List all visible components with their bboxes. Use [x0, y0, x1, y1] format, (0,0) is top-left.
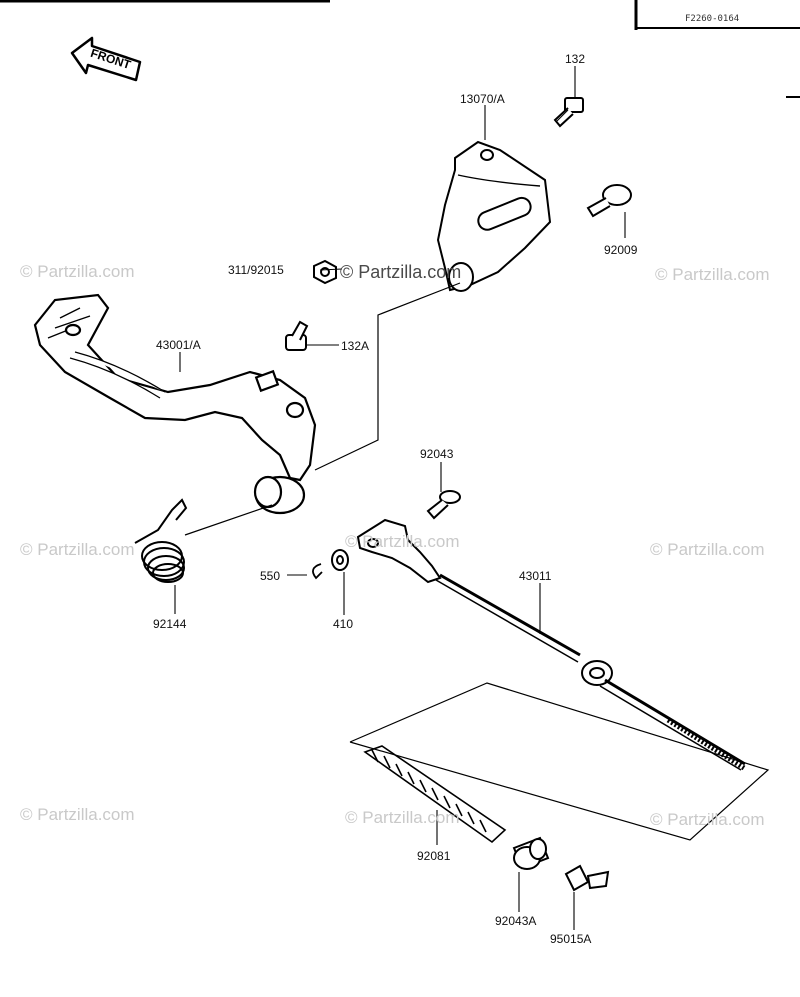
- leader-lines: [174, 66, 626, 930]
- part-label-92144[interactable]: 92144: [153, 617, 187, 631]
- cotter-pin-550: [312, 563, 323, 580]
- watermark-main: © Partzilla.com: [340, 262, 462, 282]
- watermark: © Partzilla.com: [20, 805, 135, 824]
- spring-92144: [134, 498, 188, 583]
- part-label-43011[interactable]: 43011: [519, 569, 552, 583]
- washer-410: [331, 549, 349, 571]
- watermark: © Partzilla.com: [650, 540, 765, 559]
- assembly-outline: [349, 682, 770, 841]
- part-label-92043[interactable]: 92043: [420, 447, 454, 461]
- part-label-92081[interactable]: 92081: [417, 849, 451, 863]
- watermark: © Partzilla.com: [345, 532, 460, 551]
- bolt-132A: [285, 320, 309, 351]
- reference-code: F2260-0164: [685, 14, 740, 24]
- nut-311-92015: [313, 259, 337, 285]
- part-label-92043A[interactable]: 92043A: [495, 914, 537, 928]
- top-border: [0, 0, 800, 98]
- part-label-132A[interactable]: 132A: [341, 339, 370, 353]
- watermark: © Partzilla.com: [20, 540, 135, 559]
- part-label-92009[interactable]: 92009: [604, 243, 638, 257]
- connector-lines: [184, 282, 461, 536]
- front-arrow-icon: [70, 36, 142, 82]
- part-label-132[interactable]: 132: [565, 52, 586, 66]
- wing-nut-95015A: [564, 864, 610, 892]
- rod-43011: [356, 518, 746, 771]
- part-label-311-92015[interactable]: 311/92015: [228, 263, 284, 277]
- watermark: © Partzilla.com: [655, 265, 770, 284]
- collar-92043A: [512, 836, 550, 870]
- brake-pedal-43001A: [33, 293, 317, 515]
- part-label-95015A[interactable]: 95015A: [550, 932, 592, 946]
- part-label-43001A[interactable]: 43001/A: [156, 338, 201, 352]
- bracket-13070A: [436, 140, 552, 292]
- watermark: © Partzilla.com: [345, 808, 460, 827]
- spring-92081: [363, 745, 507, 844]
- part-label-550[interactable]: 550: [260, 569, 281, 583]
- watermark: © Partzilla.com: [650, 810, 765, 829]
- part-label-13070A[interactable]: 13070/A: [460, 92, 505, 106]
- bolt-92009: [586, 184, 632, 218]
- part-label-410[interactable]: 410: [333, 617, 354, 631]
- watermark: © Partzilla.com: [20, 262, 135, 281]
- pin-92043: [426, 490, 461, 520]
- bolt-132: [553, 97, 584, 128]
